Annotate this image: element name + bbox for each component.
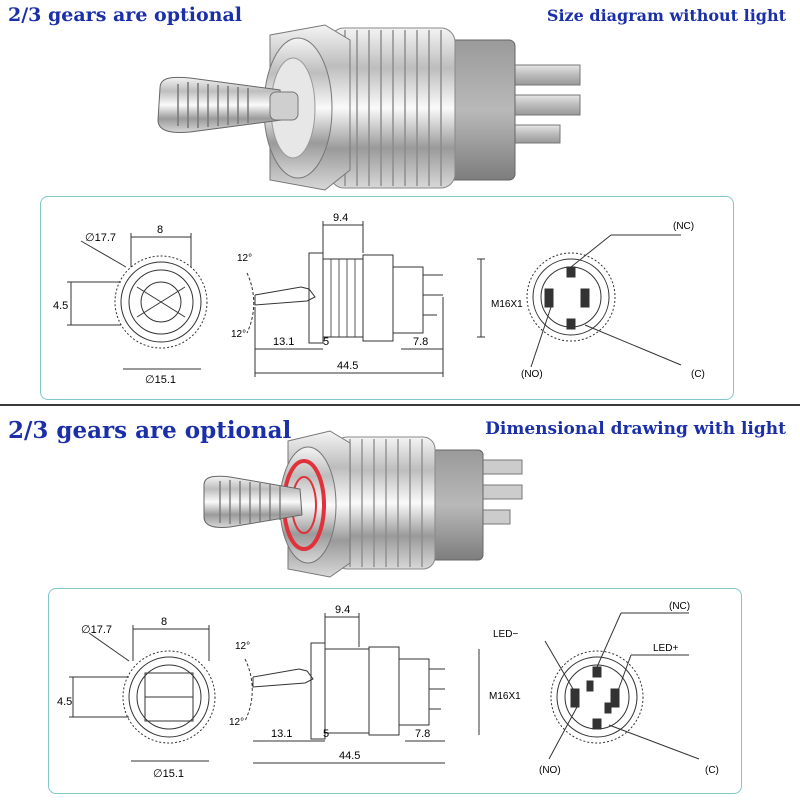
side-top-dim: 9.4: [333, 212, 348, 224]
side-total: 44.5: [339, 750, 360, 762]
section-without-light: 2/3 gears are optional Size diagram with…: [8, 4, 786, 400]
terminal-no: (NO): [539, 765, 561, 776]
toggle-switch-led-photo: [203, 430, 523, 578]
front-diameter-outer: ∅17.7: [81, 624, 112, 636]
toggle-switch-photo: [157, 24, 581, 191]
dimension-drawing-panel: ∅17.7 8 4.5 ∅15.1 9.4 12° 12° M16X1 13.1…: [48, 588, 742, 794]
dimension-drawing-panel: ∅17.7 8 4.5 ∅15.1 9.4 12° 12° M16X1 13.1…: [40, 196, 734, 400]
terminal-c: (C): [705, 765, 719, 776]
section-title-gears: 2/3 gears are optional: [8, 417, 292, 444]
side-dim-b: 5: [323, 728, 329, 740]
side-total: 44.5: [337, 360, 358, 372]
dimension-drawing: ∅17.7 8 4.5 ∅15.1 9.4 12° 12° M16X1 13.1…: [53, 212, 705, 386]
section-divider: [0, 404, 800, 406]
front-diameter-inner: ∅15.1: [145, 374, 176, 386]
side-thread: M16X1: [491, 299, 523, 310]
section-with-light: 2/3 gears are optional Dimensional drawi…: [0, 405, 800, 800]
side-thread: M16X1: [489, 691, 521, 702]
terminal-nc: (NC): [669, 601, 690, 612]
front-width: 8: [157, 224, 163, 236]
side-dim-c: 7.8: [413, 336, 428, 348]
front-diameter-outer: ∅17.7: [85, 232, 116, 244]
side-dim-c: 7.8: [415, 728, 430, 740]
section-title-gears: 2/3 gears are optional: [8, 4, 242, 26]
side-angle-down: 12°: [229, 717, 244, 728]
side-angle-up: 12°: [235, 641, 250, 652]
side-top-dim: 9.4: [335, 604, 350, 616]
dimension-drawing: ∅17.7 8 4.5 ∅15.1 9.4 12° 12° M16X1 13.1…: [57, 601, 719, 780]
front-width: 8: [161, 616, 167, 628]
terminal-no: (NO): [521, 369, 543, 380]
side-angle-up: 12°: [237, 253, 252, 264]
terminal-led-minus: LED−: [493, 629, 518, 640]
side-angle-down: 12°: [231, 329, 246, 340]
side-dim-b: 5: [323, 336, 329, 348]
side-dim-a: 13.1: [271, 728, 292, 740]
section-title-size-diagram: Size diagram without light: [546, 6, 786, 25]
terminal-c: (C): [691, 369, 705, 380]
front-height: 4.5: [57, 696, 72, 708]
section-title-dimensional-drawing: Dimensional drawing with light: [485, 419, 786, 439]
terminal-led-plus: LED+: [653, 643, 678, 654]
front-height: 4.5: [53, 300, 68, 312]
terminal-nc: (NC): [673, 221, 694, 232]
front-diameter-inner: ∅15.1: [153, 768, 184, 780]
side-dim-a: 13.1: [273, 336, 294, 348]
